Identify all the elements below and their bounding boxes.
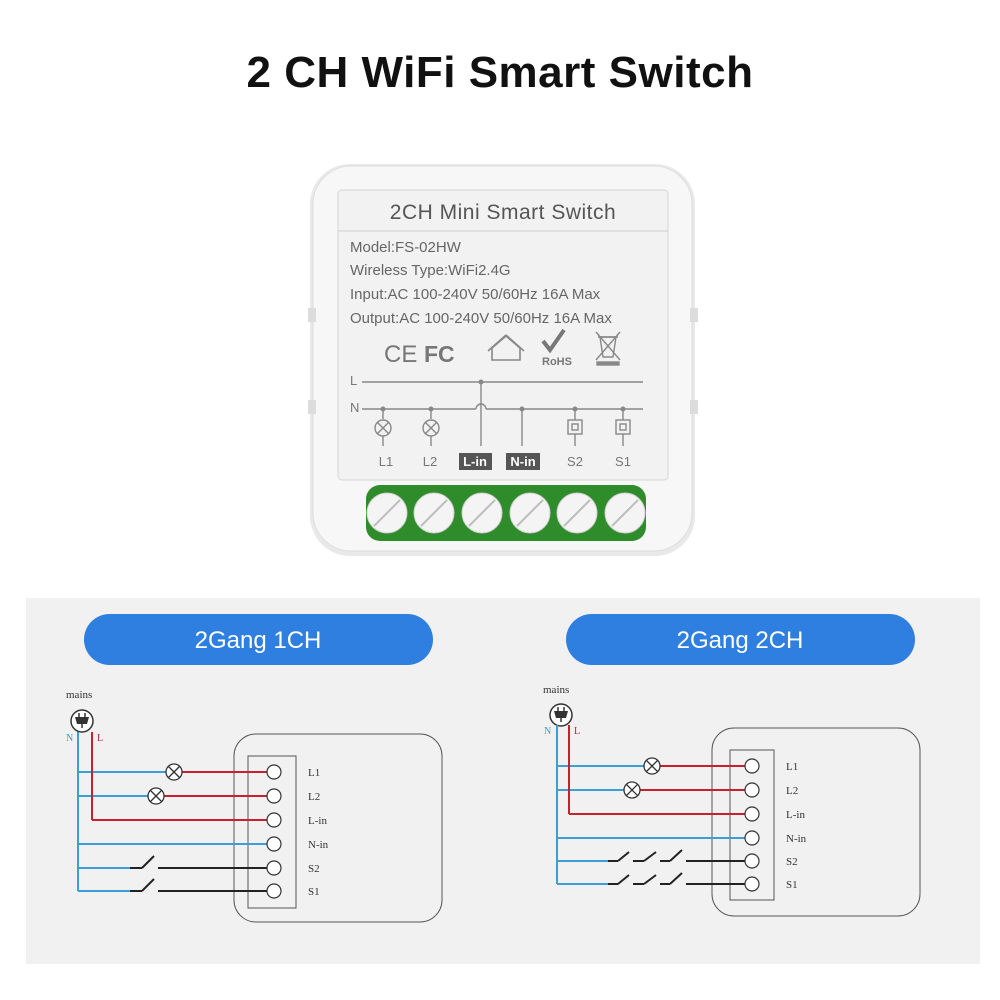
- lamps-1: [147, 763, 183, 805]
- terminals-2: [744, 758, 760, 892]
- spec-model: Model:FS-02HW: [350, 239, 462, 256]
- terminal-label-s2-2: S2: [786, 856, 798, 868]
- caption-lin: L-in: [463, 454, 487, 469]
- page-title: 2 CH WiFi Smart Switch: [246, 48, 754, 97]
- pill-2gang-1ch: [84, 614, 433, 665]
- terminal-screw-l2: [413, 492, 455, 534]
- wires-red-1: [91, 732, 274, 821]
- switches-2: [608, 849, 752, 885]
- lamp-icon-l1-1: [165, 763, 183, 781]
- label-junction-dots: [380, 379, 626, 412]
- l-label-2: L: [574, 726, 580, 737]
- pill-2gang-1ch-label: 2Gang 1CH: [195, 627, 322, 654]
- terminal-screw-nin: [509, 492, 551, 534]
- terminal-label-l2-1: L2: [308, 791, 320, 803]
- panel-2gang-2ch: 2Gang 2CH mains N L: [543, 614, 921, 917]
- wires-blue-2: [556, 725, 752, 885]
- spec-output: Output:AC 100-240V 50/60Hz 16A Max: [350, 310, 612, 327]
- spec-wireless: Wireless Type:WiFi2.4G: [350, 262, 511, 279]
- caption-s1: S1: [615, 454, 631, 469]
- wiring-diagrams: 2Gang 1CH mains N L: [26, 598, 980, 964]
- smart-switch-device: 2CH Mini Smart Switch Model:FS-02HW Wire…: [308, 164, 698, 556]
- terminal-screw-s1: [604, 492, 646, 534]
- line-label-l: L: [350, 373, 357, 388]
- terminal-label-s1-2: S1: [786, 879, 798, 891]
- terminal-label-s1-1: S1: [308, 886, 320, 898]
- n-label-2: N: [544, 726, 551, 737]
- caption-l1: L1: [379, 454, 393, 469]
- caption-nin: N-in: [510, 454, 535, 469]
- l-label-1: L: [97, 733, 103, 744]
- mains-label-1: mains: [66, 689, 92, 701]
- caption-l2: L2: [423, 454, 437, 469]
- side-clip-right-top: [690, 308, 698, 322]
- spec-input: Input:AC 100-240V 50/60Hz 16A Max: [350, 286, 601, 303]
- plug-icon-1: [70, 709, 94, 733]
- terminal-block: [366, 485, 646, 541]
- wires-red-2: [568, 725, 752, 815]
- fc-mark: FC: [424, 341, 455, 367]
- terminals-1: [266, 764, 282, 899]
- terminal-screw-s2: [556, 492, 598, 534]
- caption-s2: S2: [567, 454, 583, 469]
- lamp-icon-l2-1: [147, 787, 165, 805]
- terminal-label-lin-2: L-in: [786, 809, 805, 821]
- caption-lin-box: [459, 453, 492, 470]
- terminal-label-l1-2: L1: [786, 761, 798, 773]
- terminal-label-nin-2: N-in: [786, 833, 807, 845]
- terminal-screws: [366, 492, 646, 534]
- terminal-screw-lin: [461, 492, 503, 534]
- n-label-1: N: [66, 733, 73, 744]
- terminal-label-l1-1: L1: [308, 767, 320, 779]
- lamp-icon-l1-2: [643, 757, 661, 775]
- ce-mark: CE: [384, 341, 417, 368]
- device-outline-2: [711, 727, 921, 917]
- panel-2gang-1ch: 2Gang 1CH mains N L: [66, 614, 443, 923]
- line-label-n: N: [350, 400, 359, 415]
- terminal-strip-2: [729, 749, 775, 901]
- terminal-label-lin-1: L-in: [308, 815, 327, 827]
- switches-1: [130, 855, 274, 892]
- terminal-strip-1: [247, 755, 297, 909]
- terminal-screw-l1: [366, 492, 408, 534]
- rohs-mark: RoHS: [542, 356, 572, 368]
- house-icon: [487, 334, 525, 361]
- side-clip-left-bottom: [308, 400, 316, 414]
- terminal-label-nin-1: N-in: [308, 839, 329, 851]
- pill-2gang-2ch-label: 2Gang 2CH: [677, 627, 804, 654]
- rohs-check-icon: [541, 328, 566, 354]
- lamps-2: [623, 757, 661, 799]
- side-clip-left-top: [308, 308, 316, 322]
- pill-2gang-2ch: [566, 614, 915, 665]
- terminal-label-s2-1: S2: [308, 863, 320, 875]
- side-clip-right-bottom: [690, 400, 698, 414]
- plug-icon-2: [549, 703, 573, 727]
- mains-label-2: mains: [543, 684, 569, 696]
- device-header: 2CH Mini Smart Switch: [390, 201, 616, 224]
- terminal-label-l2-2: L2: [786, 785, 798, 797]
- device-label: [337, 189, 669, 481]
- lamp-icon-l2-2: [623, 781, 641, 799]
- weee-bin-icon: [595, 331, 621, 366]
- device-outline-1: [233, 733, 443, 923]
- caption-nin-box: [506, 453, 540, 470]
